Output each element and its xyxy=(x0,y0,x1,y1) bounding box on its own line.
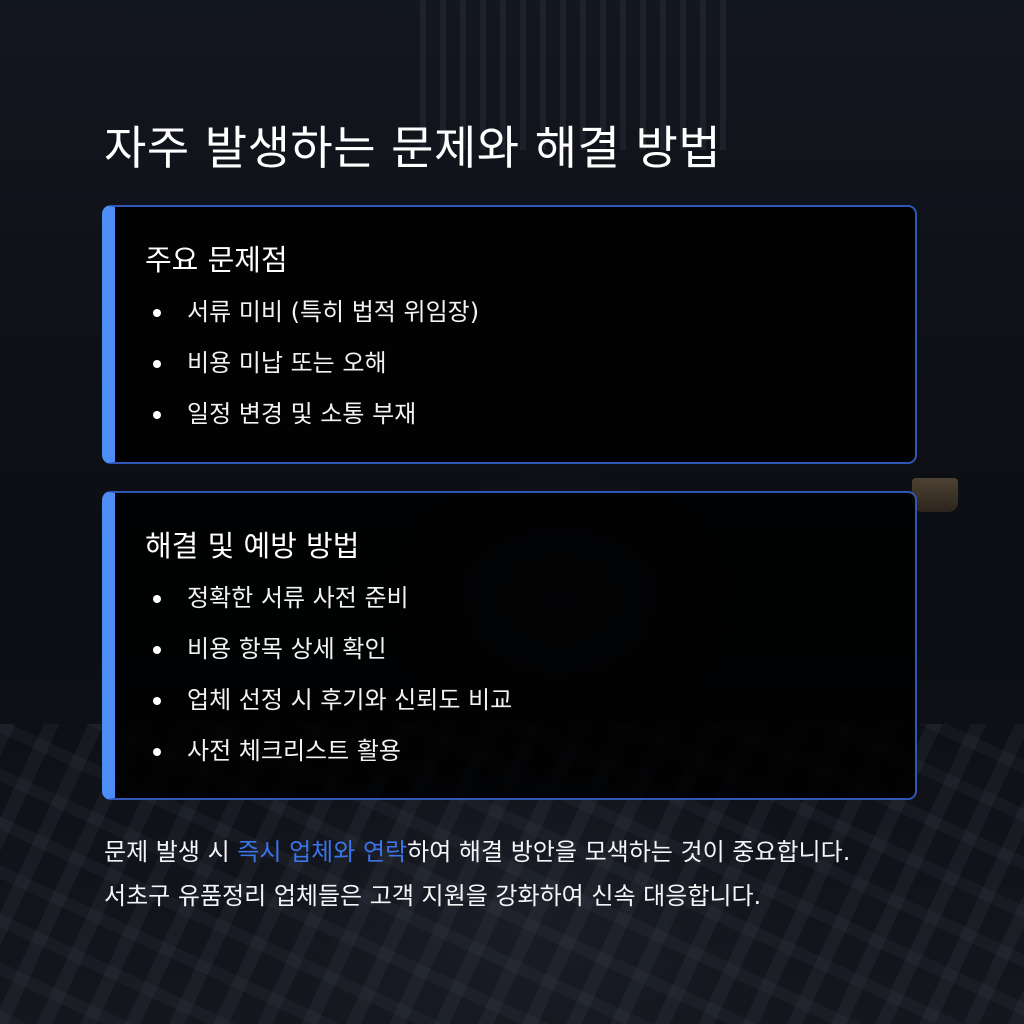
problems-heading: 주요 문제점 xyxy=(145,243,288,277)
solutions-list: 정확한 서류 사전 준비 비용 항목 상세 확인 업체 선정 시 후기와 신뢰도… xyxy=(153,581,512,785)
page-title: 자주 발생하는 문제와 해결 방법 xyxy=(104,121,722,175)
list-item: 일정 변경 및 소통 부재 xyxy=(153,397,479,448)
footer-highlight: 즉시 업체와 연락 xyxy=(237,838,408,866)
list-item: 정확한 서류 사전 준비 xyxy=(153,581,512,632)
footer-line-1-end: 하여 해결 방안을 모색하는 것이 중요합니다. xyxy=(407,838,851,866)
footer-line-1-start: 문제 발생 시 xyxy=(104,838,238,866)
list-item: 사전 체크리스트 활용 xyxy=(153,734,512,785)
window-panel xyxy=(580,0,660,150)
list-item: 업체 선정 시 후기와 신뢰도 비교 xyxy=(153,683,512,734)
problems-list: 서류 미비 (특히 법적 위임장) 비용 미납 또는 오해 일정 변경 및 소통… xyxy=(153,295,479,448)
solutions-heading: 해결 및 예방 방법 xyxy=(145,529,360,563)
list-item: 비용 항목 상세 확인 xyxy=(153,632,512,683)
footer-line-1: 문제 발생 시 즉시 업체와 연락하여 해결 방안을 모색하는 것이 중요합니다… xyxy=(104,830,984,874)
solutions-card: 해결 및 예방 방법 정확한 서류 사전 준비 비용 항목 상세 확인 업체 선… xyxy=(102,491,917,800)
footer-line-2: 서초구 유품정리 업체들은 고객 지원을 강화하여 신속 대응합니다. xyxy=(104,882,762,910)
footer-text: 문제 발생 시 즉시 업체와 연락하여 해결 방안을 모색하는 것이 중요합니다… xyxy=(104,830,984,918)
window-panel xyxy=(500,0,580,150)
window-panel xyxy=(660,0,740,150)
list-item: 서류 미비 (특히 법적 위임장) xyxy=(153,295,479,346)
window-panel xyxy=(420,0,500,150)
list-item: 비용 미납 또는 오해 xyxy=(153,346,479,397)
lamp xyxy=(912,478,958,512)
problems-card: 주요 문제점 서류 미비 (특히 법적 위임장) 비용 미납 또는 오해 일정 … xyxy=(102,205,917,464)
